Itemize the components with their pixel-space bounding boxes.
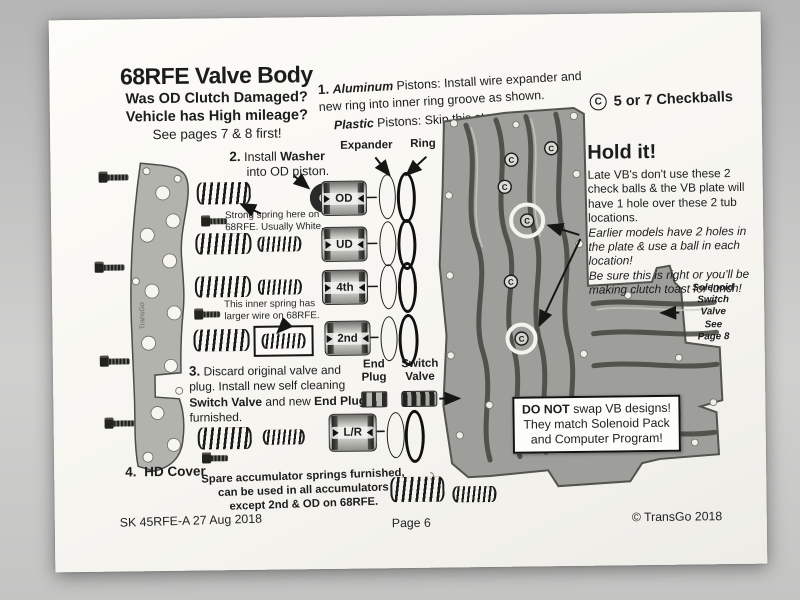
end-plug-part bbox=[361, 391, 388, 408]
piston-od: OD bbox=[320, 180, 368, 217]
step-3-text-3: furnished. bbox=[189, 410, 243, 425]
piston-lr-label: L/R bbox=[331, 426, 375, 439]
question-line-3: See pages 7 & 8 first! bbox=[152, 125, 282, 143]
checkball-marker: C bbox=[508, 278, 514, 287]
expander-label: Expander bbox=[340, 139, 393, 152]
highlighted-checkball-2: C bbox=[505, 322, 538, 355]
page-number: Page 6 bbox=[391, 515, 431, 531]
plate-brand-text: TransGo bbox=[139, 302, 146, 329]
checkball-marker: C bbox=[524, 217, 530, 226]
solenoid-switch-valve-note: Solenoid Switch Valve See Page 8 bbox=[692, 282, 734, 343]
hold-it-callout: Hold it! Late VB's don't use these 2 che… bbox=[587, 140, 755, 298]
piston-ud-label: UD bbox=[324, 238, 365, 251]
checkball-location-markers: C C C C bbox=[497, 141, 559, 355]
expander-part bbox=[386, 412, 406, 459]
highlighted-spring-box bbox=[253, 325, 314, 357]
hold-it-title: Hold it! bbox=[587, 140, 657, 164]
bolt-icon bbox=[104, 417, 135, 429]
step-2: 2. Install Washer into OD piston. bbox=[229, 148, 329, 180]
ring-part bbox=[396, 171, 417, 224]
bolt-icon bbox=[98, 171, 129, 183]
hd-cover-label: HD Cover bbox=[144, 463, 206, 480]
step-1-number: 1. bbox=[317, 81, 330, 98]
step-3-number: 3. bbox=[188, 363, 201, 379]
end-plug-emphasis: End Plug bbox=[313, 393, 367, 408]
bolt-icon bbox=[99, 355, 130, 367]
title-block: 68RFE Valve Body Was OD Clutch Damaged? … bbox=[105, 61, 328, 143]
aluminum-emphasis: Aluminum bbox=[332, 79, 394, 97]
casting-highlights bbox=[470, 118, 713, 311]
hold-it-paragraph-2: Earlier models have 2 holes in the plate… bbox=[588, 223, 747, 269]
plastic-emphasis: Plastic bbox=[333, 115, 375, 132]
plate-holes bbox=[131, 167, 184, 463]
checkball-marker: C bbox=[548, 144, 554, 153]
ring-arrow bbox=[405, 156, 428, 177]
step-3-text-2: and new bbox=[261, 393, 315, 409]
piston-2nd-label: 2nd bbox=[325, 331, 370, 345]
accumulator-spring bbox=[196, 181, 251, 205]
expander-part bbox=[379, 264, 398, 310]
expander-part bbox=[380, 316, 398, 362]
checkball-marker: C bbox=[502, 183, 508, 192]
bolt-icon bbox=[201, 215, 228, 227]
highlighted-checkball-1: C bbox=[509, 202, 546, 239]
inner-spring bbox=[261, 333, 306, 349]
inner-spring-note: This inner spring has larger wire on 68R… bbox=[224, 298, 320, 322]
expander-part bbox=[379, 221, 397, 267]
inner-spring bbox=[257, 236, 302, 252]
ring-part bbox=[404, 409, 426, 464]
hd-cover-plate-drawing: TransGo bbox=[130, 162, 189, 472]
paper-sheet: 68RFE Valve Body Was OD Clutch Damaged? … bbox=[48, 11, 768, 573]
inner-spring bbox=[262, 429, 305, 445]
step-2-number: 2. bbox=[229, 149, 241, 165]
question-line-2: Vehicle has High mileage? bbox=[125, 107, 308, 126]
washer-emphasis: Washer bbox=[280, 149, 326, 164]
accumulator-spring bbox=[194, 275, 252, 298]
inner-spring bbox=[257, 279, 303, 295]
bolt-icon bbox=[194, 308, 221, 320]
step-2-line2: into OD piston. bbox=[246, 164, 330, 180]
do-not-emphasis: DO NOT bbox=[521, 402, 570, 417]
spare-spring-small bbox=[452, 485, 497, 503]
bolt-icon bbox=[94, 261, 125, 273]
ring-part bbox=[397, 261, 418, 314]
step-2-text: Install bbox=[244, 149, 281, 164]
step-3-text-1: Discard original valve and plug. Install… bbox=[189, 362, 346, 395]
expander-part bbox=[378, 174, 397, 220]
accumulator-spring bbox=[195, 232, 252, 255]
spare-springs-note: Spare accumulator springs furnished, can… bbox=[201, 466, 405, 513]
expander-arrow bbox=[374, 156, 391, 177]
checkball-marker: C bbox=[508, 156, 514, 165]
piston-4th-label: 4th bbox=[324, 281, 366, 294]
copyright: © TransGo 2018 bbox=[631, 509, 723, 525]
bolt-icon bbox=[201, 452, 229, 464]
checkball-marker: C bbox=[519, 335, 525, 344]
switch-valve-emphasis: Switch Valve bbox=[189, 394, 263, 410]
step-4-number: 4. bbox=[125, 464, 137, 480]
do-not-swap-warning: DO NOT swap VB designs! They match Solen… bbox=[512, 394, 681, 454]
piston-4th: 4th bbox=[321, 269, 369, 306]
piston-od-label: OD bbox=[323, 192, 365, 205]
piston-ud: UD bbox=[321, 226, 368, 263]
hold-it-paragraph-1: Late VB's don't use these 2 check balls … bbox=[587, 166, 745, 225]
document-id: SK 45RFE-A 27 Aug 2018 bbox=[119, 511, 263, 530]
accumulator-spring bbox=[197, 426, 252, 450]
piston-lr: L/R bbox=[328, 413, 377, 452]
page-title: 68RFE Valve Body bbox=[119, 61, 313, 90]
end-plug-label: End Plug bbox=[361, 358, 387, 384]
accumulator-spring bbox=[193, 328, 250, 352]
step-4: 4. HD Cover bbox=[125, 463, 206, 479]
strong-spring-note: Strong spring here on 68RFE. Usually Whi… bbox=[224, 209, 324, 233]
piston-2nd: 2nd bbox=[324, 320, 371, 357]
